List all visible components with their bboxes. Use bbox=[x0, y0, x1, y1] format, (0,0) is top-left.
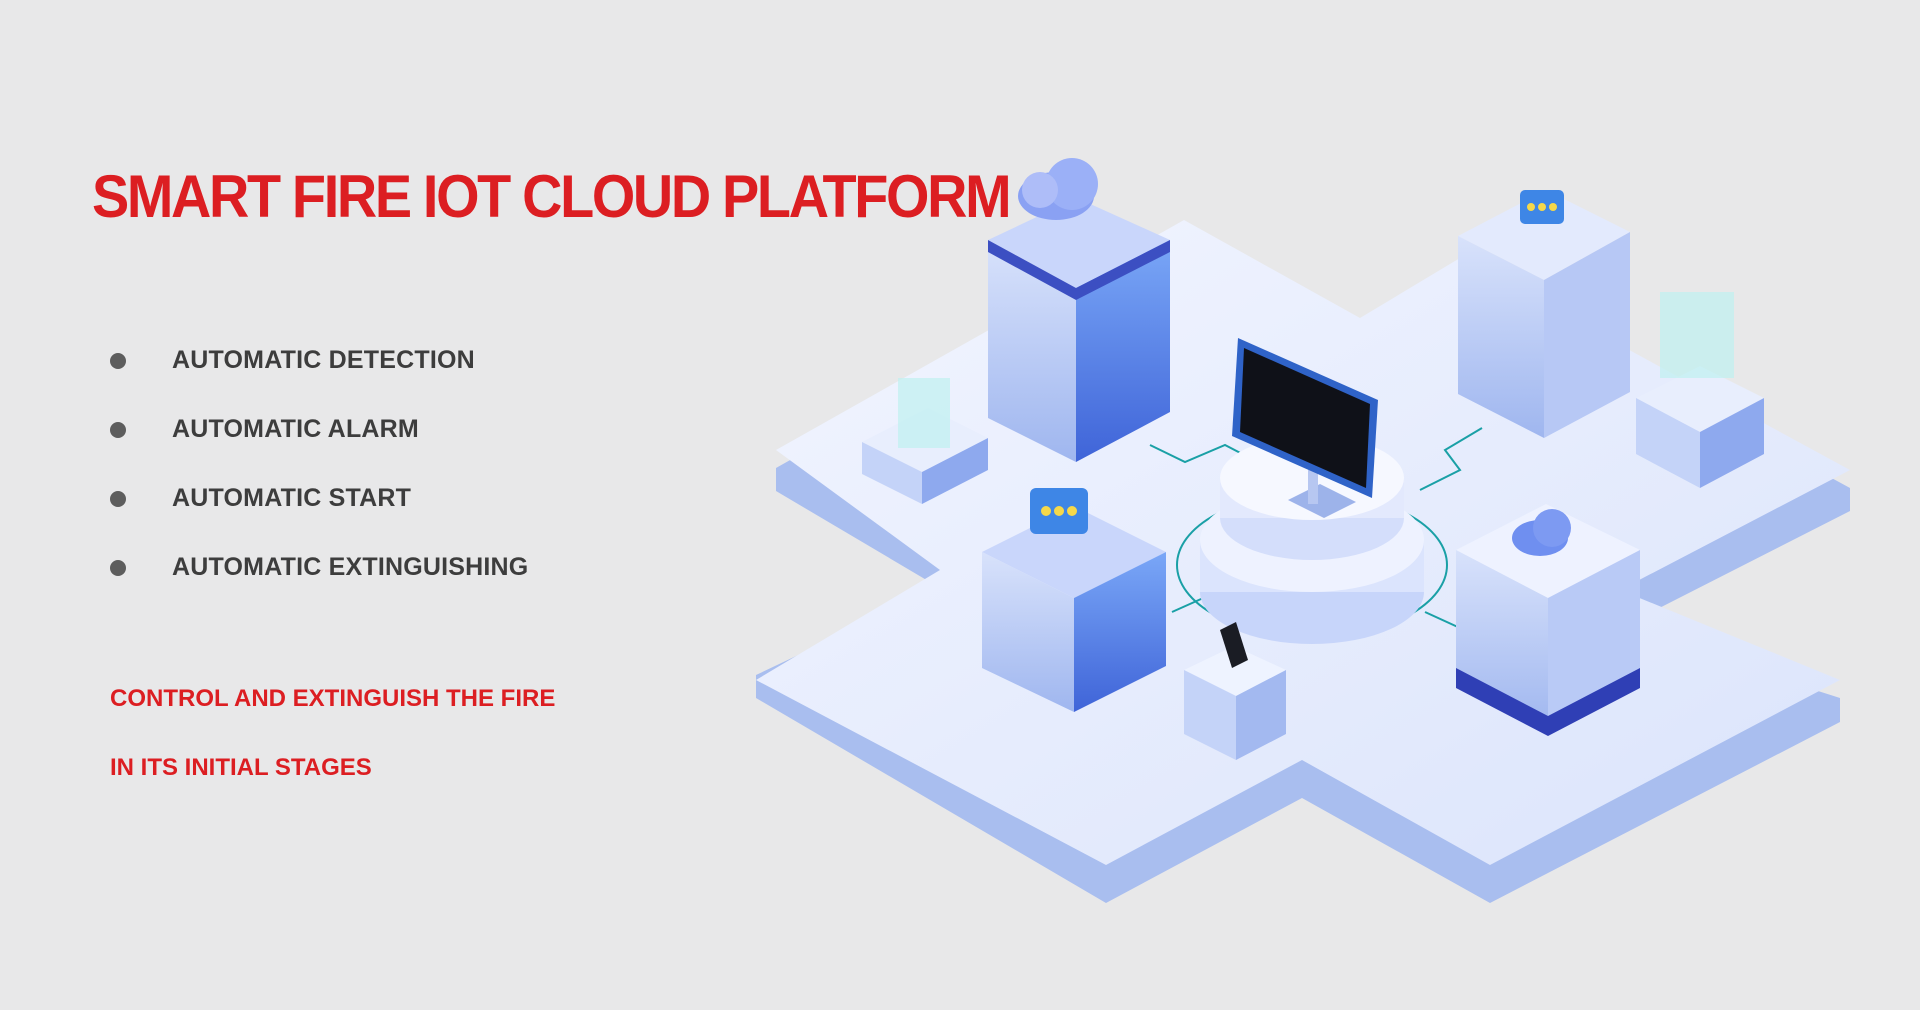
server-icon bbox=[982, 506, 1166, 712]
tagline-line-1: CONTROL AND EXTINGUISH THE FIRE bbox=[110, 685, 556, 712]
bullet-icon bbox=[110, 490, 126, 507]
bullet-icon bbox=[110, 421, 126, 438]
feature-label: AUTOMATIC START bbox=[172, 484, 412, 512]
feature-item: AUTOMATIC ALARM bbox=[104, 395, 528, 464]
feature-label: AUTOMATIC EXTINGUISHING bbox=[172, 553, 529, 581]
tagline-line-2: IN ITS INITIAL STAGES bbox=[110, 754, 372, 781]
feature-label: AUTOMATIC DETECTION bbox=[172, 346, 475, 374]
chart-icon bbox=[1636, 292, 1764, 488]
server-icon bbox=[1458, 190, 1630, 438]
bullet-icon bbox=[110, 352, 126, 369]
feature-label: AUTOMATIC ALARM bbox=[172, 415, 419, 443]
page-title: SMART FIRE IOT CLOUD PLATFORM bbox=[92, 163, 1012, 230]
feature-list: AUTOMATIC DETECTION AUTOMATIC ALARM AUTO… bbox=[104, 326, 528, 602]
chat-bubble-icon bbox=[1520, 190, 1564, 224]
monitor-icon bbox=[1232, 338, 1378, 518]
chat-bubble-icon bbox=[1030, 488, 1088, 534]
chart-icon bbox=[862, 378, 988, 504]
cloud-icon bbox=[1018, 158, 1098, 220]
smartphone-icon bbox=[1184, 622, 1286, 760]
bullet-icon bbox=[110, 559, 126, 576]
feature-item: AUTOMATIC DETECTION bbox=[104, 326, 528, 395]
feature-item: AUTOMATIC EXTINGUISHING bbox=[104, 533, 528, 602]
feature-item: AUTOMATIC START bbox=[104, 464, 528, 533]
cloud-icon bbox=[1512, 509, 1571, 556]
server-icon bbox=[988, 198, 1170, 462]
iot-platform-illustration bbox=[756, 158, 1850, 903]
tagline: CONTROL AND EXTINGUISH THE FIRE IN ITS I… bbox=[110, 664, 555, 802]
